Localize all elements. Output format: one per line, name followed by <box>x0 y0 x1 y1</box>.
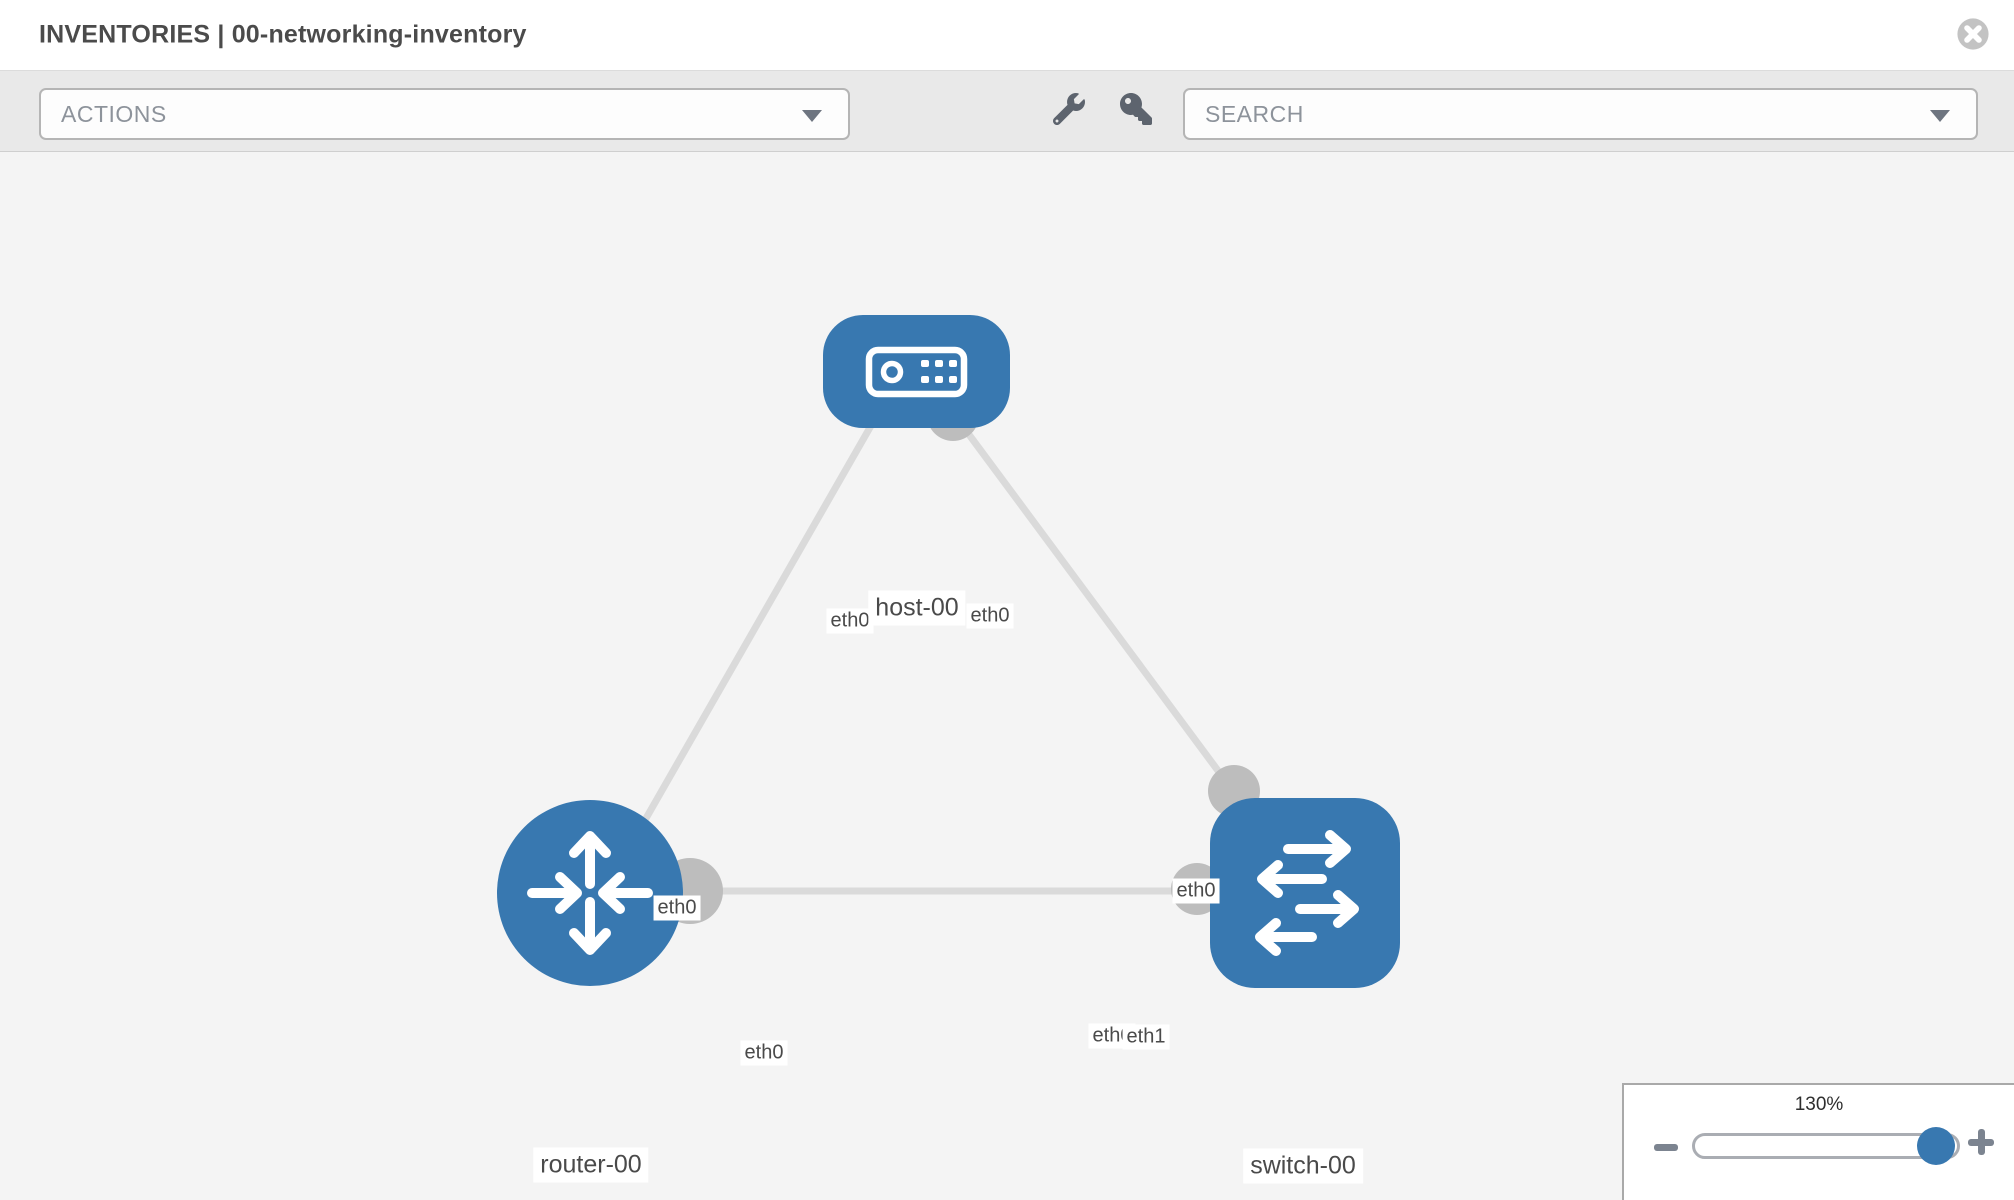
toolbar: ACTIONS SEARCH <box>0 70 2014 152</box>
close-icon <box>1956 18 1990 54</box>
node-label-host: host-00 <box>868 590 966 626</box>
topology-canvas[interactable]: eth0 eth0 eth0 eth0 eth0 eth0 eth1 host-… <box>0 152 2014 1200</box>
actions-dropdown-label: ACTIONS <box>61 100 167 127</box>
router-arrows-icon <box>527 831 653 955</box>
interface-label: eth0 <box>966 603 1014 629</box>
host-device-icon <box>865 346 968 398</box>
key-credentials-button[interactable] <box>1114 87 1158 131</box>
interface-label: eth0 <box>653 895 701 921</box>
configure-button[interactable] <box>1047 87 1091 131</box>
chevron-down-icon <box>802 110 822 122</box>
zoom-panel: 130% <box>1622 1083 2014 1200</box>
node-router-00[interactable] <box>497 800 683 986</box>
zoom-slider-track[interactable] <box>1692 1127 1960 1165</box>
page-title: INVENTORIES | 00-networking-inventory <box>39 20 527 49</box>
node-label-router: router-00 <box>533 1147 649 1183</box>
chevron-down-icon <box>1930 110 1950 122</box>
node-switch-00[interactable] <box>1210 798 1400 988</box>
link-host-router[interactable] <box>633 408 884 836</box>
zoom-out-button[interactable] <box>1653 1134 1679 1160</box>
node-host-00[interactable] <box>823 315 1010 428</box>
interface-label: eth0 <box>740 1040 788 1066</box>
link-host-switch[interactable] <box>950 410 1239 798</box>
close-button[interactable] <box>1956 17 1990 51</box>
search-placeholder: SEARCH <box>1205 100 1304 127</box>
switch-arrows-icon <box>1255 830 1359 956</box>
wrench-icon <box>1047 93 1091 125</box>
zoom-slider-knob[interactable] <box>1917 1127 1955 1165</box>
search-dropdown[interactable]: SEARCH <box>1183 88 1978 140</box>
interface-label: eth0 <box>1172 878 1220 904</box>
key-icon <box>1114 93 1158 125</box>
interface-label: eth1 <box>1122 1024 1170 1050</box>
zoom-level-value: 130% <box>1794 1094 1844 1115</box>
zoom-in-button[interactable] <box>1968 1129 1994 1155</box>
page-header: INVENTORIES | 00-networking-inventory <box>0 0 2014 70</box>
actions-dropdown[interactable]: ACTIONS <box>39 88 850 140</box>
interface-label: eth0 <box>826 608 874 634</box>
node-label-switch: switch-00 <box>1243 1148 1363 1184</box>
